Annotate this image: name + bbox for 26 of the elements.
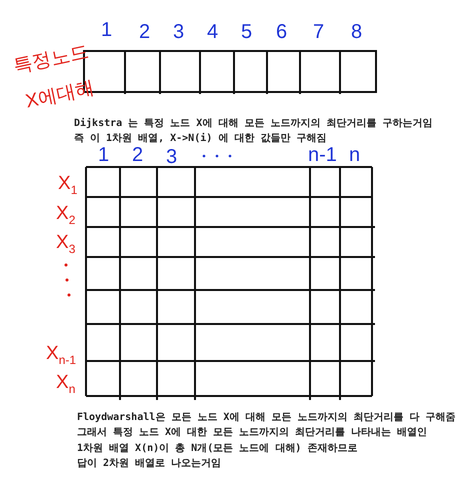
column-number: 3 <box>166 147 178 167</box>
description-text: 즉 이 1차원 배열, X->N(i) 에 대한 값들만 구해짐 <box>74 134 326 144</box>
description-text: 답이 2차원 배열로 나오는거임 <box>77 459 222 469</box>
row-label: X에대해 <box>24 78 96 112</box>
description-text: Dijkstra 는 특정 노드 X에 대해 모든 노드까지의 최단거리를 구하는거임 <box>74 119 432 129</box>
description-text: 그래서 특정 노드 X에 대한 모든 노드까지의 최단거리를 나타내는 배열인 <box>77 428 428 438</box>
row-label: X$_{2}$ <box>56 204 76 226</box>
description-text: 1차원 배열 X(n)이 총 N개(모든 노드에 대해) 존재하므로 <box>77 444 358 454</box>
column-number: 2 <box>132 145 144 165</box>
column-number: 5 <box>241 22 252 42</box>
column-number: 7 <box>313 22 324 42</box>
column-number: n <box>349 145 360 165</box>
column-number: 1 <box>101 20 112 40</box>
column-number: 1 <box>98 145 110 165</box>
column-number: 8 <box>351 22 362 42</box>
column-number: 3 <box>173 22 184 42</box>
row-label: X$_{n}$ <box>56 373 76 395</box>
column-number: 6 <box>276 22 288 42</box>
column-number: n-1 <box>308 145 337 165</box>
row-label: X$_{3}$ <box>56 233 76 255</box>
column-number: 2 <box>139 22 150 42</box>
row-label: X$_{n-1}$ <box>46 344 76 366</box>
column-number: 4 <box>207 22 218 42</box>
description-text: Floydwarshall은 모든 노드 X에 대해 모든 노드까지의 최단거리를 다 구해줌 <box>77 413 456 423</box>
row-label: 특정노드 <box>12 42 90 77</box>
row-label: X$_{1}$ <box>58 174 78 196</box>
